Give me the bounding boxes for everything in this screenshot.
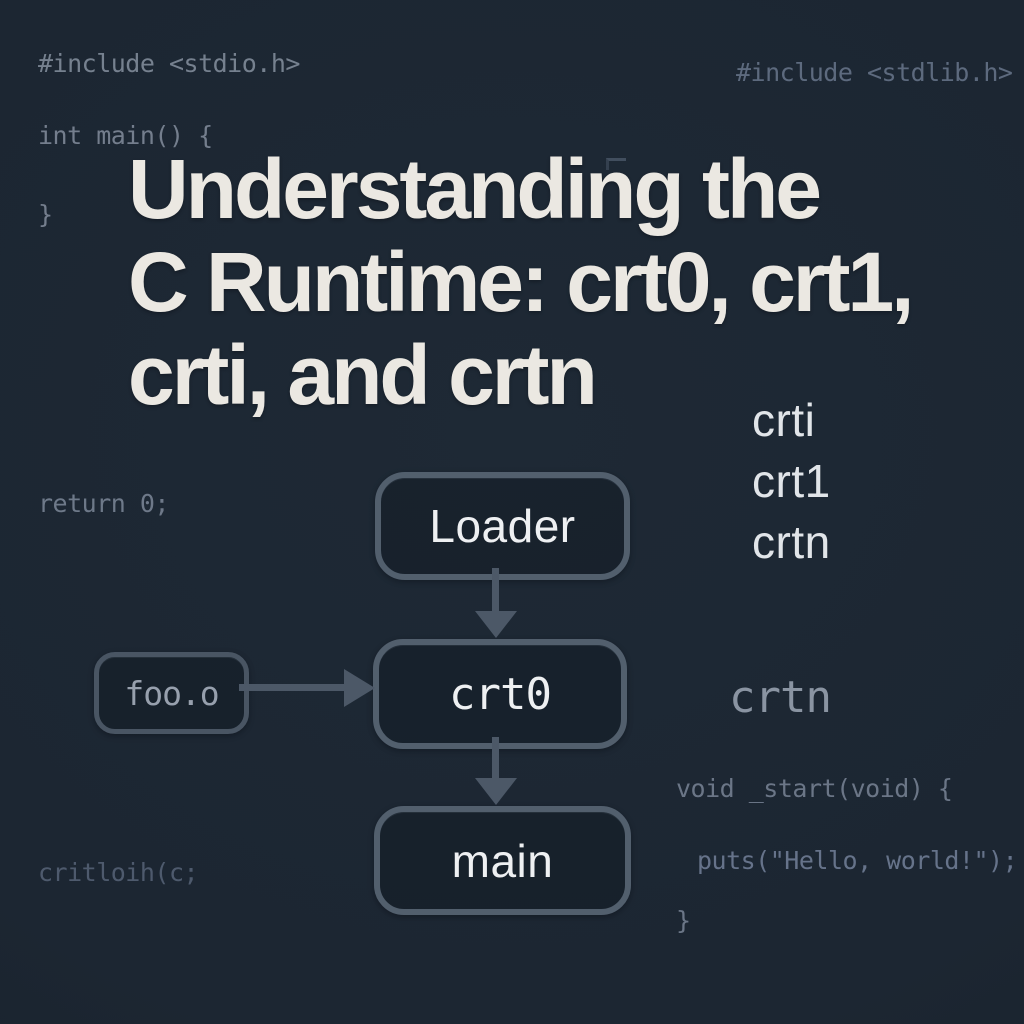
code-close-brace-left: } bbox=[38, 200, 53, 229]
page-title: Understanding the C Runtime: crt0, crt1,… bbox=[128, 143, 958, 422]
node-label-loader: Loader bbox=[429, 500, 576, 552]
page-title-line-3: crti, and crtn bbox=[128, 328, 598, 422]
code-int-main: int main() { bbox=[38, 121, 213, 150]
arrow-crt0-to-main-head-icon bbox=[475, 778, 517, 805]
code-critloih: critloih(c; bbox=[38, 858, 199, 887]
node-label-foo-o: foo.o bbox=[124, 673, 219, 713]
code-close-brace-right: } bbox=[676, 906, 691, 935]
diagram-node-foo-o: foo.o bbox=[94, 652, 249, 734]
code-void-start: void _start(void) { bbox=[676, 774, 953, 803]
code-include-stdio: #include <stdio.h> bbox=[38, 49, 300, 78]
arrow-loader-to-crt0-head-icon bbox=[475, 611, 517, 638]
crt-list-item-crtn: crtn bbox=[752, 516, 831, 568]
crt-list-item-crt1: crt1 bbox=[752, 455, 831, 507]
crtn-label: crtn bbox=[729, 672, 832, 723]
crt-file-list: crti crt1 crtn bbox=[752, 390, 831, 573]
arrow-loader-to-crt0-line bbox=[492, 568, 499, 612]
diagram-node-crt0: crt0 bbox=[373, 639, 627, 749]
node-label-main: main bbox=[451, 834, 554, 887]
arrow-crt0-to-main-line bbox=[492, 737, 499, 779]
code-puts-hello: puts("Hello, world!"); bbox=[697, 846, 1018, 875]
node-label-crt0: crt0 bbox=[449, 668, 552, 720]
page-title-line-2: C Runtime: crt0, crt1, bbox=[128, 235, 915, 329]
arrow-foo-to-crt0-line bbox=[239, 684, 345, 691]
page-title-line-1: Understanding the bbox=[128, 142, 822, 236]
crt-list-item-crti: crti bbox=[752, 394, 816, 446]
diagram-node-loader: Loader bbox=[375, 472, 630, 580]
code-return-zero: return 0; bbox=[38, 489, 169, 518]
diagram-node-main: main bbox=[374, 806, 631, 915]
faint-bracket-mark bbox=[606, 158, 626, 170]
code-include-stdlib: #include <stdlib.h> bbox=[736, 58, 1013, 87]
arrow-foo-to-crt0-head-icon bbox=[344, 669, 375, 707]
